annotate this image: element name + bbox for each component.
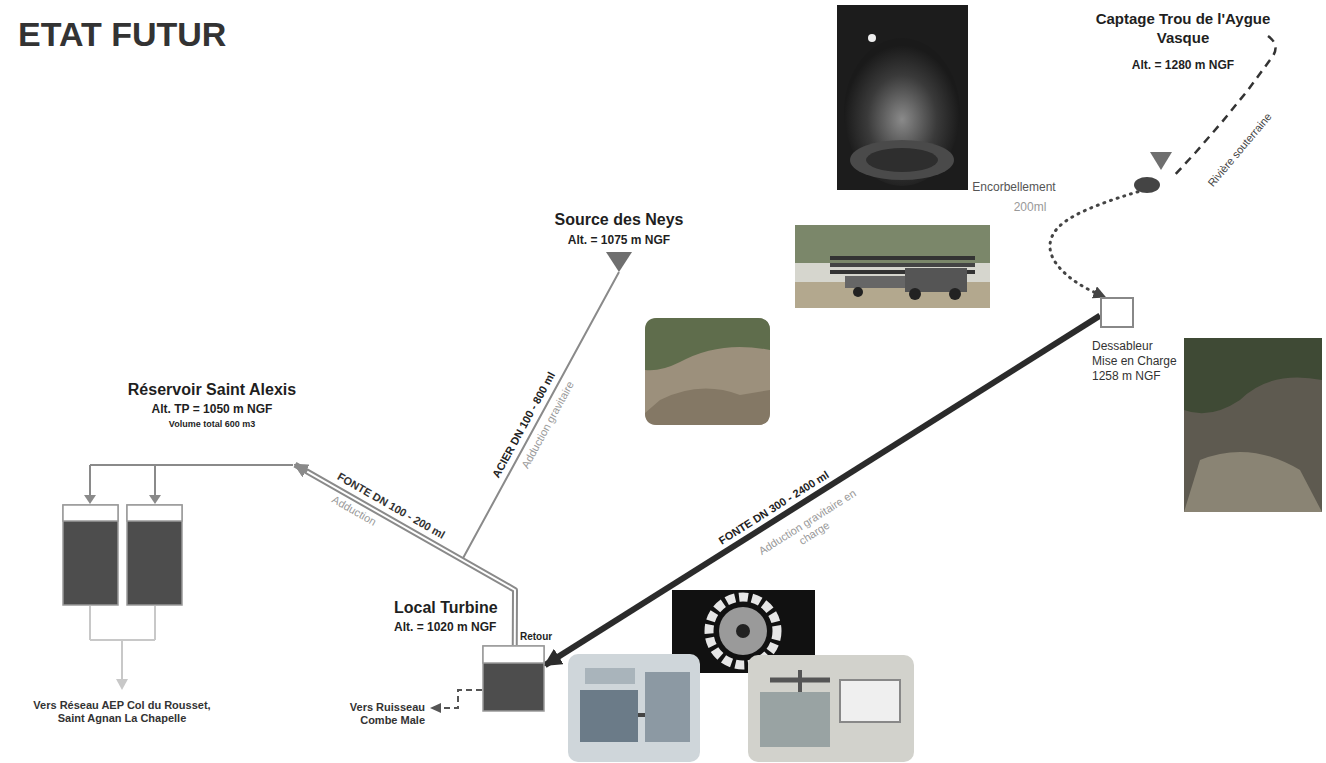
- pipe-line: [1050, 192, 1138, 297]
- intake-title: Captage Trou de l'Aygue Vasque: [1083, 10, 1283, 48]
- basin-symbol: [1134, 177, 1160, 193]
- altitude-label: Alt. = 1280 m NGF: [1083, 58, 1283, 73]
- intake-triangle: [1150, 152, 1172, 170]
- node-outline: [482, 645, 545, 712]
- distribution-pipe: [90, 606, 155, 690]
- turbine-title: Local Turbine: [394, 598, 498, 618]
- structure-name: Dessableur: [1092, 339, 1153, 354]
- cast-iron-pipe: [295, 465, 515, 645]
- intake-marker: Captage Trou de l'Aygue VasqueAlt. = 128…: [1128, 148, 1178, 194]
- altitude-label: 1258 m NGF: [1092, 369, 1161, 384]
- penstock-pipe: [545, 316, 1100, 665]
- turbine-house-box: Local TurbineAlt. = 1020 m NGFRetour: [482, 645, 545, 712]
- return-pipe: [430, 690, 482, 713]
- node-outline: [55, 452, 295, 610]
- rock-photo: [1184, 338, 1322, 512]
- reservoir-title: Réservoir Saint Alexis: [102, 380, 322, 400]
- spring-triangle: [606, 252, 632, 272]
- pipe-line: [295, 465, 515, 645]
- pipe-truck-photo: [795, 225, 990, 308]
- turbine-tank-symbol: [483, 646, 544, 711]
- spring-marker: Source des NeysAlt. = 1075 m NGF: [606, 252, 632, 272]
- reservoir-tanks: Réservoir Saint AlexisAlt. TP = 1050 m N…: [55, 452, 295, 610]
- altitude-label: Alt. TP = 1050 m NGF: [102, 402, 322, 417]
- altitude-label: Alt. = 1075 m NGF: [519, 233, 719, 248]
- river-label: Rivière souterraine: [1205, 110, 1274, 189]
- pipe-line-inner: [307, 472, 515, 645]
- node-outline: [1100, 297, 1134, 328]
- pipe-note: Adduction gravitaire en charge: [753, 485, 869, 571]
- outlet-label: Vers Ruisseau Combe Male: [335, 701, 425, 727]
- slope-photo: [645, 318, 770, 425]
- node-outline: [1128, 148, 1178, 194]
- structure-function: Mise en Charge: [1092, 354, 1177, 369]
- outlet-label: Vers Réseau AEP Col du Rousset, Saint Ag…: [22, 699, 222, 725]
- structure-note: Encorbellement: [972, 180, 1055, 194]
- return-label: Retour: [520, 631, 552, 644]
- node-outline: [606, 252, 632, 272]
- spring-title: Source des Neys: [519, 210, 719, 230]
- sand-trap-box: DessableurMise en Charge1258 m NGF: [1100, 297, 1134, 328]
- cave-photo: [837, 5, 968, 190]
- sand-trap-symbol: [1101, 298, 1133, 327]
- equipment-photo: [748, 655, 914, 762]
- reservoir-symbol: [63, 465, 293, 605]
- turbine-machinery-photo: [568, 654, 700, 762]
- diagram-title: ETAT FUTUR: [18, 16, 226, 53]
- overhang-channel: [1050, 192, 1138, 297]
- steel-pipe: [295, 272, 619, 560]
- length-label: 200ml: [1014, 200, 1047, 214]
- altitude-label: Alt. = 1020 m NGF: [394, 620, 496, 635]
- pipe-line: [545, 316, 1100, 665]
- pipe-line: [295, 272, 619, 560]
- volume-label: Volume total 600 m3: [102, 419, 322, 430]
- underground-river-line: [1172, 36, 1276, 178]
